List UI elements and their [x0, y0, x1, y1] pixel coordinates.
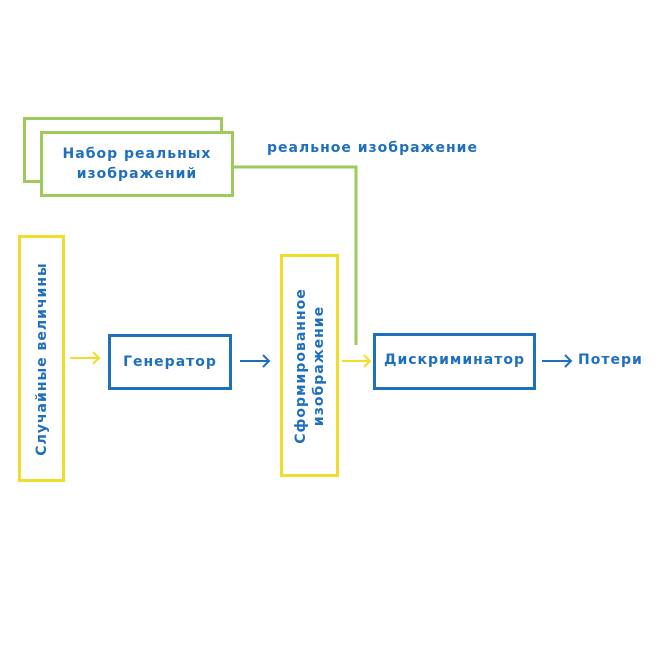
real-dataset-box: Набор реальных изображений: [40, 131, 234, 197]
real-dataset-label-line2: изображений: [76, 166, 198, 182]
arrow-random-to-generator: [70, 351, 101, 365]
generator-box: Генератор: [108, 334, 232, 390]
random-input-label: Случайные величины: [33, 261, 50, 456]
random-input-box: Случайные величины: [18, 235, 65, 482]
arrow-generator-to-generated: [240, 354, 271, 368]
discriminator-label: Дискриминатор: [383, 352, 526, 368]
real-image-connector: [233, 165, 358, 345]
loss-label: Потери: [578, 352, 643, 368]
discriminator-box: Дискриминатор: [373, 333, 536, 390]
generator-label: Генератор: [123, 354, 217, 370]
generated-image-label-line1: Сформированное: [292, 287, 309, 444]
real-image-label: реальное изображение: [267, 140, 478, 156]
arrow-discriminator-to-loss: [542, 354, 573, 368]
real-dataset-label-line1: Набор реальных: [62, 146, 212, 162]
generated-image-box: Сформированное изображение: [280, 254, 339, 477]
generated-image-label-line2: изображение: [310, 305, 327, 426]
arrow-generated-to-discriminator: [342, 354, 372, 368]
